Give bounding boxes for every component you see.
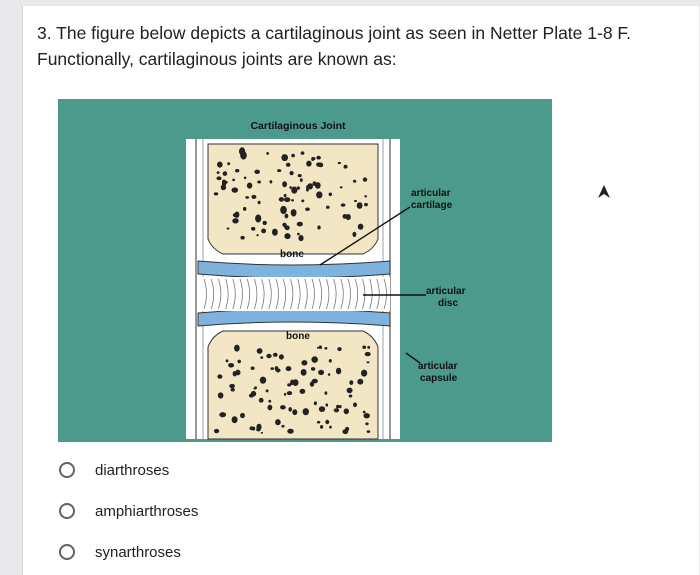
mouse-cursor-icon bbox=[598, 185, 610, 198]
option-label: diarthroses bbox=[95, 461, 170, 479]
option-label: synarthroses bbox=[95, 543, 181, 561]
label-articular-disc-2: disc bbox=[438, 298, 458, 309]
bone-texture bbox=[213, 147, 371, 435]
label-bone-top: bone bbox=[280, 249, 304, 260]
upper-bone bbox=[207, 143, 379, 255]
label-articular-cartilage-1: articular bbox=[411, 188, 451, 199]
option-label: amphiarthroses bbox=[95, 502, 199, 520]
joint-diagram: Cartilaginous Joint bone bone articular … bbox=[58, 99, 552, 442]
radio-button[interactable] bbox=[59, 503, 75, 519]
option-diarthroses[interactable]: diarthroses bbox=[59, 456, 359, 484]
cartilage-leader-line bbox=[319, 206, 411, 266]
option-amphiarthroses[interactable]: amphiarthroses bbox=[59, 497, 359, 525]
disc-fibers bbox=[203, 278, 387, 310]
label-articular-capsule-1: articular bbox=[418, 361, 458, 372]
label-articular-capsule-2: capsule bbox=[420, 373, 458, 384]
label-bone-bottom: bone bbox=[286, 331, 310, 342]
capsule-leader-line bbox=[405, 352, 421, 364]
label-articular-disc-1: articular bbox=[426, 286, 466, 297]
figure-title: Cartilaginous Joint bbox=[250, 120, 346, 132]
cartilaginous-joint-figure: Cartilaginous Joint bone bone articular … bbox=[58, 99, 552, 442]
radio-button[interactable] bbox=[59, 462, 75, 478]
option-synarthroses[interactable]: synarthroses bbox=[59, 538, 359, 566]
question-card: 3. The figure below depicts a cartilagin… bbox=[22, 6, 699, 575]
label-articular-cartilage-2: cartilage bbox=[411, 200, 453, 211]
radio-button[interactable] bbox=[59, 544, 75, 560]
question-text: 3. The figure below depicts a cartilagin… bbox=[37, 23, 632, 69]
